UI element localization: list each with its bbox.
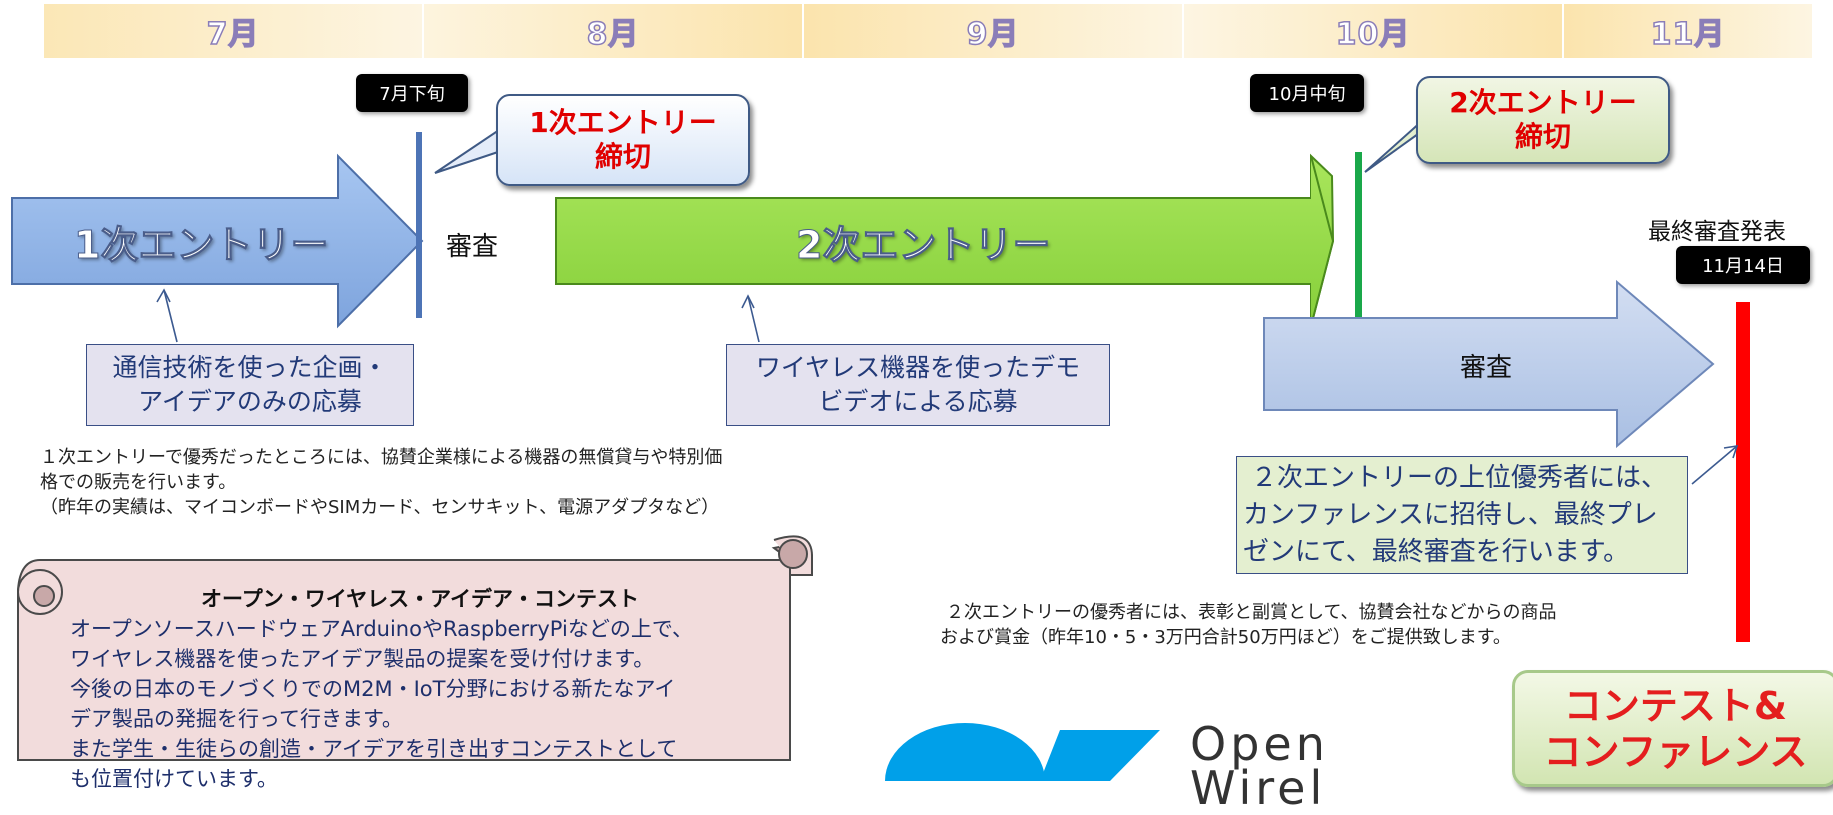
scroll-title: オープン・ワイヤレス・アイデア・コンテスト [200, 587, 640, 611]
note2-line2: および賞金（昨年10・5・3万円合計50万円ほど）をご提供致します。 [940, 627, 1511, 648]
final-date-tag: 11月14日 [1676, 246, 1810, 284]
scroll-line-6: も位置付けています。 [70, 767, 278, 791]
note1-line1: １次エントリーで優秀だったところには、協賛企業様による機器の無償貸与や特別価 [40, 447, 723, 468]
month-september: 9月 [804, 4, 1182, 58]
final-presentation-box: ２次エントリーの上位優秀者には、 カンファレンスに招待し、最終プレ ゼンにて、最… [1236, 456, 1688, 574]
badge-line1: コンテスト& [1563, 683, 1788, 728]
month-november: 11月 [1564, 4, 1812, 58]
logo-text: Open Wirel [1190, 717, 1329, 815]
pointer-arrows [156, 288, 1739, 485]
first-deadline-line2: 締切 [594, 140, 651, 173]
scroll-shape [17, 535, 813, 761]
scroll-line-5: また学生・生徒らの創造・アイデアを引き出すコンテストとして [70, 737, 678, 761]
logo-line1: Open [1190, 717, 1329, 771]
scroll-line-4: デア製品の発掘を行って行きます。 [70, 707, 403, 731]
logo-line2: Wirel [1190, 761, 1327, 815]
box1-line2: アイデアのみの応募 [138, 387, 362, 416]
note1-line2: 格での販売を行います。 [40, 472, 237, 493]
note2-line1: ２次エントリーの優秀者には、表彰と副賞として、協賛会社などからの商品 [946, 602, 1557, 623]
contest-scroll: オープン・ワイヤレス・アイデア・コンテスト オープンソースハードウェアArdui… [70, 584, 770, 794]
scroll-line-1: オープンソースハードウェアArduinoやRaspberryPiなどの上で、 [70, 617, 693, 641]
mid-october-tag: 10月中旬 [1250, 74, 1364, 112]
scroll-line-2: ワイヤレス機器を使ったアイデア製品の提案を受け付けます。 [70, 647, 655, 671]
scroll-line-3: 今後の日本のモノづくりでのM2M・IoT分野における新たなアイ [70, 677, 676, 701]
second-deadline-line2: 締切 [1514, 120, 1571, 153]
month-july: 7月 [44, 4, 422, 58]
first-entry-label: 1次エントリー [73, 223, 329, 268]
final-review-label: 最終審査発表 [1648, 219, 1786, 245]
first-entry-arrow [11, 153, 424, 329]
second-entry-note: ２次エントリーの優秀者には、表彰と副賞として、協賛会社などからの商品 および賞金… [940, 600, 1720, 650]
box1-line1: 通信技術を使った企画・ [112, 353, 388, 382]
box3-line1: ２次エントリーの上位優秀者には、 [1251, 462, 1668, 493]
box2-line1: ワイヤレス機器を使ったデモ [755, 353, 1081, 382]
late-july-tag: 7月下旬 [356, 74, 468, 112]
review-label-2: 審査 [1460, 353, 1513, 383]
final-red-bar [1736, 302, 1750, 642]
month-october: 10月 [1184, 4, 1562, 58]
box2-line2: ビデオによる応募 [818, 387, 1018, 416]
first-entry-note: １次エントリーで優秀だったところには、協賛企業様による機器の無償貸与や特別価 格… [40, 445, 870, 520]
late-july-line [416, 132, 422, 318]
second-deadline-line1: 2次エントリー [1449, 86, 1637, 119]
second-deadline-bubble: 2次エントリー 締切 [1416, 76, 1670, 164]
second-entry-label: 2次エントリー [795, 223, 1051, 268]
second-entry-desc-box: ワイヤレス機器を使ったデモ ビデオによる応募 [726, 344, 1110, 426]
first-deadline-line1: 1次エントリー [529, 106, 717, 139]
contest-conference-badge: コンテスト& コンファレンス [1512, 670, 1833, 787]
month-august: 8月 [424, 4, 802, 58]
badge-line2: コンファレンス [1543, 729, 1808, 774]
open-wireless-logo [885, 723, 1160, 781]
box3-line3: ゼンにて、最終審査を行います。 [1243, 536, 1630, 567]
review-label-1: 審査 [446, 232, 499, 262]
note1-line3: （昨年の実績は、マイコンボードやSIMカード、センサキット、電源アダプタなど） [40, 497, 720, 518]
mid-october-line [1355, 152, 1362, 322]
timeline-graphics [11, 111, 1750, 781]
first-entry-desc-box: 通信技術を使った企画・ アイデアのみの応募 [86, 344, 414, 426]
box3-line2: カンファレンスに招待し、最終プレ [1243, 499, 1658, 530]
first-deadline-bubble: 1次エントリー 締切 [496, 94, 750, 186]
review-arrow [1263, 279, 1715, 449]
